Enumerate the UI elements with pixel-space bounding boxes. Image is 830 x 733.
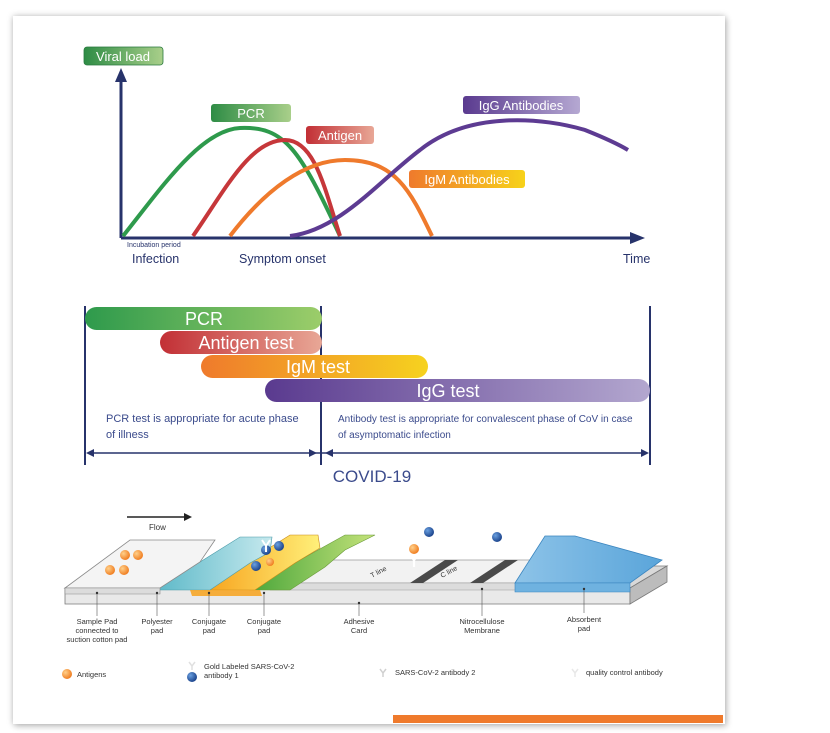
gold-antibody-legend-icon	[187, 672, 197, 682]
conjugate-pad-2-label: Conjugate	[247, 617, 281, 626]
flow-label: Flow	[149, 523, 166, 532]
antigen-particle	[119, 565, 129, 575]
gold-antibody-particle	[492, 532, 502, 542]
adhesive-card-label: Card	[351, 626, 367, 635]
igm-curve-label: IgM Antibodies	[424, 172, 510, 187]
antigen-bar-label: Antigen test	[198, 333, 293, 353]
adhesive-card-label: Adhesive	[344, 617, 375, 626]
pcr-curve	[121, 125, 342, 238]
time-label: Time	[623, 252, 650, 266]
conjugate-pad-edge	[190, 590, 262, 596]
t-line	[410, 560, 458, 583]
legend-antibody2: SARS-CoV-2 antibody 2	[395, 668, 475, 677]
incubation-label: Incubation period	[127, 242, 181, 249]
infection-label: Infection	[132, 252, 179, 266]
antibody-y-icon	[261, 539, 271, 552]
covid-label: COVID-19	[333, 467, 411, 486]
pcr-tag: PCR	[211, 104, 291, 122]
span-arrow-mid-right-icon	[325, 449, 333, 457]
y-axis-arrow-icon	[115, 68, 127, 82]
adhesive-card-side	[629, 565, 668, 605]
igg-curve-label: IgG Antibodies	[479, 98, 564, 113]
igm-curve	[228, 157, 434, 238]
antigen-particle	[105, 565, 115, 575]
absorbent-pad-label: Absorbent	[567, 615, 602, 624]
antigen-particle	[120, 550, 130, 560]
igm-tag: IgM Antibodies	[409, 170, 525, 188]
polyester-pad	[148, 536, 273, 591]
callout-dots	[95, 587, 586, 605]
igg-bar: IgG test	[265, 379, 650, 402]
igg-curve	[289, 118, 630, 238]
gold-antibody-particle	[251, 561, 261, 571]
polyester-pad-label: Polyester	[141, 617, 173, 626]
span-arrow-mid-left-icon	[309, 449, 317, 457]
sample-pad-label: Sample Pad	[77, 617, 118, 626]
antibody-note-line1: Antibody test is appropriate for convale…	[338, 414, 633, 425]
pcr-note-line1: PCR test is appropriate for acute phase	[106, 413, 299, 425]
symptom-onset-label: Symptom onset	[239, 252, 326, 266]
antigen-tag: Antigen	[306, 126, 374, 144]
antigen-bar: Antigen test	[160, 331, 322, 354]
antigen-legend-icon	[62, 669, 72, 679]
absorbent-pad-label: pad	[578, 624, 591, 633]
pcr-bar-label: PCR	[185, 309, 223, 329]
qc-antibody-legend-icon	[571, 668, 579, 677]
igg-tag: IgG Antibodies	[463, 96, 580, 114]
absorbent-pad	[514, 535, 663, 584]
pcr-note-line2: of illness	[106, 429, 149, 441]
sample-pad-label: suction cotton pad	[67, 635, 128, 644]
gold-antibody-particle	[274, 541, 284, 551]
membrane-edge	[269, 582, 541, 591]
legend-gold-antibody: antibody 1	[204, 671, 239, 680]
viral-load-tag: Viral load	[83, 46, 164, 66]
test-strip-diagram: Flow T line C line	[63, 513, 669, 644]
membrane-label: Nitrocellulose	[459, 617, 504, 626]
gold-antibody-y-icon	[188, 661, 196, 670]
span-arrow-left-icon	[86, 449, 94, 457]
legend: Antigens Gold Labeled SARS-CoV-2 antibod…	[62, 661, 663, 682]
capture-antibody-icon	[408, 554, 420, 567]
igg-bar-label: IgG test	[416, 381, 479, 401]
antigen-curve	[191, 137, 342, 238]
span-arrow-right-icon	[641, 449, 649, 457]
y-axis-label: Viral load	[96, 49, 150, 64]
x-axis-arrow-icon	[630, 232, 645, 244]
antigen-particle	[133, 550, 143, 560]
pcr-curve-label: PCR	[237, 106, 264, 121]
polyester-pad-label: pad	[151, 626, 164, 635]
viral-load-chart: Viral load PCR Antigen IgM Antibodies Ig…	[83, 46, 650, 266]
sample-pad-label: connected to	[76, 626, 119, 635]
antigen-curve-label: Antigen	[318, 128, 362, 143]
footer-accent-bar	[393, 715, 723, 723]
sample-pad-edge	[64, 587, 161, 595]
c-line	[470, 560, 518, 583]
legend-antigens: Antigens	[77, 670, 106, 679]
callout-leaders	[96, 589, 585, 616]
igm-bar: IgM test	[201, 355, 428, 378]
antibody-note-line2: of asymptomatic infection	[338, 430, 451, 441]
conjugate-pad-1-label: pad	[203, 626, 216, 635]
pcr-bar: PCR	[85, 307, 322, 330]
gold-antibody-particle	[424, 527, 434, 537]
legend-gold-antibody: Gold Labeled SARS-CoV-2	[204, 662, 294, 671]
membrane-label: Membrane	[464, 626, 500, 635]
legend-qc-antibody: quality control antibody	[586, 668, 663, 677]
igm-bar-label: IgM test	[286, 357, 350, 377]
conjugate-pad-2-label: pad	[258, 626, 271, 635]
antigen-particle	[409, 544, 419, 554]
antigen-particle	[266, 558, 274, 566]
conjugate-pad-1-label: Conjugate	[192, 617, 226, 626]
absorbent-pad-edge	[514, 582, 631, 593]
test-timeline: PCR Antigen test IgM test IgG test PCR t…	[84, 306, 651, 486]
qc-antibody-icon	[481, 543, 493, 556]
antibody2-legend-icon	[379, 668, 387, 677]
flow-arrow-head-icon	[184, 513, 192, 521]
